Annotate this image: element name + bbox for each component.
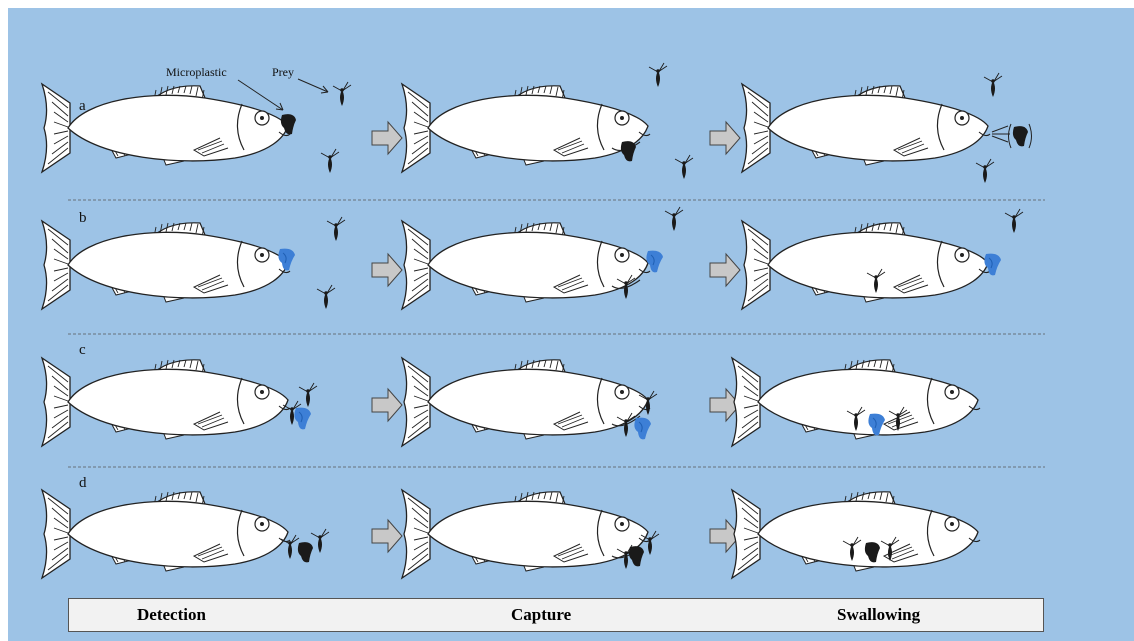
fish-detection-c	[42, 358, 290, 446]
microplastic-black	[298, 542, 313, 562]
fish-capture-a	[402, 84, 650, 172]
fish-swallowing-a	[742, 84, 990, 172]
stage-label-detection: Detection	[137, 605, 206, 625]
stage-arrow	[372, 122, 402, 154]
microplastic-blue	[646, 251, 663, 273]
microplastic-annotation: Microplastic	[166, 65, 227, 79]
prey-icon	[317, 285, 335, 309]
fish-detection-b	[42, 221, 290, 309]
prey-icon	[1005, 209, 1023, 233]
prey-icon	[665, 207, 683, 231]
prey-icon	[976, 159, 994, 183]
prey-icon	[333, 82, 351, 106]
prey-icon	[984, 73, 1002, 97]
prey-pointer-arrow	[298, 79, 328, 92]
fish-capture-d	[402, 490, 650, 578]
microplastic-rejected	[1013, 126, 1028, 146]
fish-swallowing-c	[732, 358, 980, 446]
microplastic-black	[629, 546, 644, 566]
stage-arrow	[372, 520, 402, 552]
prey-icon	[675, 155, 693, 179]
fish-detection-d	[42, 490, 290, 578]
prey-icon	[299, 383, 317, 407]
row-b-label: b	[79, 210, 87, 226]
row-d-label: d	[79, 475, 87, 491]
stage-arrow	[710, 254, 740, 286]
prey-icon	[327, 217, 345, 241]
fish-capture-b	[402, 221, 650, 309]
prey-icon	[321, 149, 339, 173]
stage-label-capture: Capture	[511, 605, 571, 625]
fish-swallowing-d	[732, 490, 980, 578]
fish-swallowing-b	[742, 221, 990, 309]
stage-arrow	[372, 389, 402, 421]
microplastic-black	[621, 141, 636, 161]
microplastic-blue	[294, 408, 311, 430]
stage-label-swallowing: Swallowing	[837, 605, 920, 625]
row-c-label: c	[79, 342, 86, 358]
fish-capture-c	[402, 358, 650, 446]
prey-icon	[311, 529, 329, 553]
stage-labels-bar: Detection Capture Swallowing	[68, 598, 1044, 632]
stage-arrow	[372, 254, 402, 286]
prey-icon	[649, 63, 667, 87]
microplastic-blue	[634, 418, 651, 440]
prey-annotation: Prey	[272, 65, 294, 79]
stage-arrow	[710, 122, 740, 154]
